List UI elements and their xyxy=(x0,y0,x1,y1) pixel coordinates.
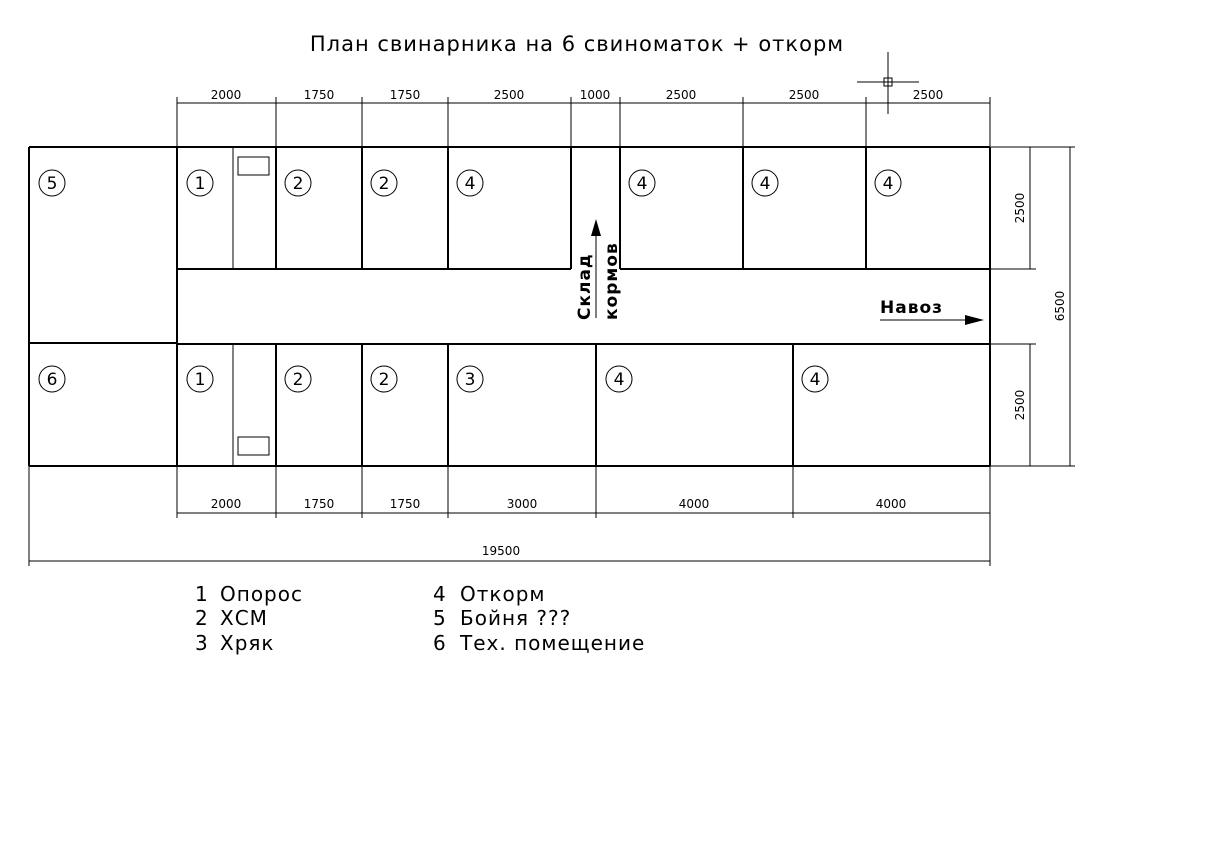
legend-num-3: 3 xyxy=(195,631,209,655)
dim-bottom-3: 1750 xyxy=(390,497,421,511)
room-label-top-6: 4 xyxy=(637,174,648,194)
dim-bottom-1: 2000 xyxy=(211,497,242,511)
heat-lamp-top xyxy=(237,156,270,176)
dim-bottom-6: 4000 xyxy=(876,497,907,511)
room-label-bottom-1: 6 xyxy=(47,370,58,390)
dim-bottom-4: 3000 xyxy=(507,497,538,511)
dim-top-3: 1750 xyxy=(390,88,421,102)
top-dimension-chain: 2000 1750 1750 2500 1000 2500 2500 2500 xyxy=(176,88,991,146)
room-label-top-2: 1 xyxy=(195,174,206,194)
room-markers-top: 5 1 2 2 4 4 4 4 xyxy=(38,169,902,197)
crosshair-cursor-icon xyxy=(857,52,919,114)
building-walls xyxy=(28,146,991,467)
legend-text-3: Хряк xyxy=(220,631,275,655)
legend-num-1: 1 xyxy=(195,582,209,606)
dim-top-6: 2500 xyxy=(666,88,697,102)
dim-top-2: 1750 xyxy=(304,88,335,102)
room-label-top-1: 5 xyxy=(47,174,58,194)
manure-marker: Навоз xyxy=(880,298,984,325)
room-label-top-5: 4 xyxy=(465,174,476,194)
dim-total-width: 6500 xyxy=(1053,291,1067,322)
room-label-bottom-5: 3 xyxy=(465,370,476,390)
dim-top-7: 2500 xyxy=(789,88,820,102)
dim-bottom-2: 1750 xyxy=(304,497,335,511)
legend-text-1: Опорос xyxy=(220,582,303,606)
right-dimension-chain: 2500 2500 6500 xyxy=(990,146,1075,467)
dim-total-length: 19500 xyxy=(482,544,520,558)
legend-text-2: ХСМ xyxy=(220,606,268,630)
room-label-bottom-7: 4 xyxy=(810,370,821,390)
manure-label: Навоз xyxy=(880,298,943,318)
legend-num-5: 5 xyxy=(433,606,447,630)
room-markers-bottom: 6 1 2 2 3 4 4 xyxy=(38,365,829,393)
legend: 1 Опорос 2 ХСМ 3 Хряк 4 Откорм 5 Бойня ?… xyxy=(195,582,645,655)
heat-lamp-bottom xyxy=(237,436,270,456)
legend-num-4: 4 xyxy=(433,582,447,606)
room-label-top-4: 2 xyxy=(379,174,390,194)
dim-top-5: 1000 xyxy=(580,88,611,102)
room-label-bottom-3: 2 xyxy=(293,370,304,390)
feed-store-label-line2: кормов xyxy=(602,242,622,320)
dim-top-1: 2000 xyxy=(211,88,242,102)
feed-store-marker: Склад кормов xyxy=(575,219,622,320)
legend-text-6: Тех. помещение xyxy=(459,631,645,655)
room-label-bottom-4: 2 xyxy=(379,370,390,390)
bottom-dimension-chain: 2000 1750 1750 3000 4000 4000 19500 xyxy=(28,466,991,566)
feed-store-label-line1: Склад xyxy=(575,253,595,320)
legend-text-5: Бойня ??? xyxy=(460,606,571,630)
arrow-up-icon xyxy=(591,219,601,236)
dim-right-upper: 2500 xyxy=(1013,193,1027,224)
room-label-top-7: 4 xyxy=(760,174,771,194)
room-label-bottom-2: 1 xyxy=(195,370,206,390)
room-label-top-3: 2 xyxy=(293,174,304,194)
plan-title: План свинарника на 6 свиноматок + откорм xyxy=(310,32,844,56)
dim-top-4: 2500 xyxy=(494,88,525,102)
legend-num-6: 6 xyxy=(433,631,447,655)
room-label-bottom-6: 4 xyxy=(614,370,625,390)
dim-bottom-5: 4000 xyxy=(679,497,710,511)
legend-num-2: 2 xyxy=(195,606,209,630)
dim-right-lower: 2500 xyxy=(1013,390,1027,421)
dim-top-8: 2500 xyxy=(913,88,944,102)
room-label-top-8: 4 xyxy=(883,174,894,194)
legend-text-4: Откорм xyxy=(460,582,546,606)
arrow-right-icon xyxy=(965,315,984,325)
